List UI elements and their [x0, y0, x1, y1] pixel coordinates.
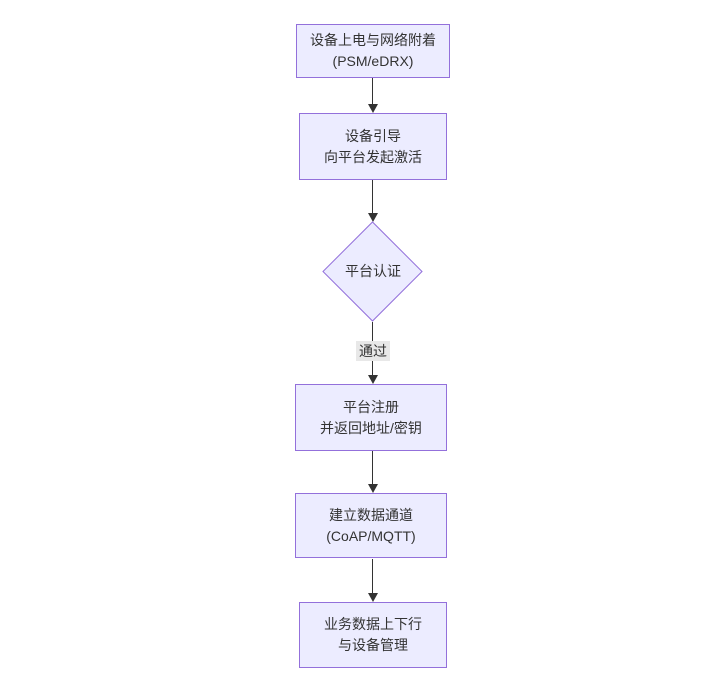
edge-line	[372, 180, 373, 214]
flow-node-register: 平台注册 并返回地址/密钥	[295, 384, 447, 451]
node-text-line: 设备上电与网络附着	[310, 32, 436, 48]
flow-node-auth-label: 平台认证	[345, 263, 401, 279]
node-text-line: 与设备管理	[338, 637, 408, 653]
node-text-line: (PSM/eDRX)	[332, 53, 414, 69]
flow-node-power-attach: 设备上电与网络附着 (PSM/eDRX)	[296, 24, 450, 78]
flow-node-business-data: 业务数据上下行 与设备管理	[299, 602, 447, 668]
arrowhead-icon	[368, 104, 378, 113]
node-text-line: 业务数据上下行	[324, 616, 422, 632]
arrowhead-icon	[368, 484, 378, 493]
edge-line	[372, 451, 373, 485]
arrowhead-icon	[368, 593, 378, 602]
edge-label-pass: 通过	[356, 341, 390, 361]
node-text-line: (CoAP/MQTT)	[326, 527, 416, 544]
arrowhead-icon	[368, 213, 378, 222]
node-text-line: 建立数据通道	[329, 506, 413, 523]
flow-node-data-channel: 建立数据通道 (CoAP/MQTT)	[295, 493, 447, 558]
edge-line	[372, 78, 373, 105]
edge-line	[372, 559, 373, 593]
arrowhead-icon	[368, 375, 378, 384]
node-text-line: 并返回地址/密钥	[320, 419, 422, 436]
flow-node-bootstrap: 设备引导 向平台发起激活	[299, 113, 447, 180]
node-text-line: 平台注册	[343, 398, 399, 415]
node-text-line: 向平台发起激活	[324, 148, 422, 165]
node-text-line: 设备引导	[345, 127, 401, 144]
